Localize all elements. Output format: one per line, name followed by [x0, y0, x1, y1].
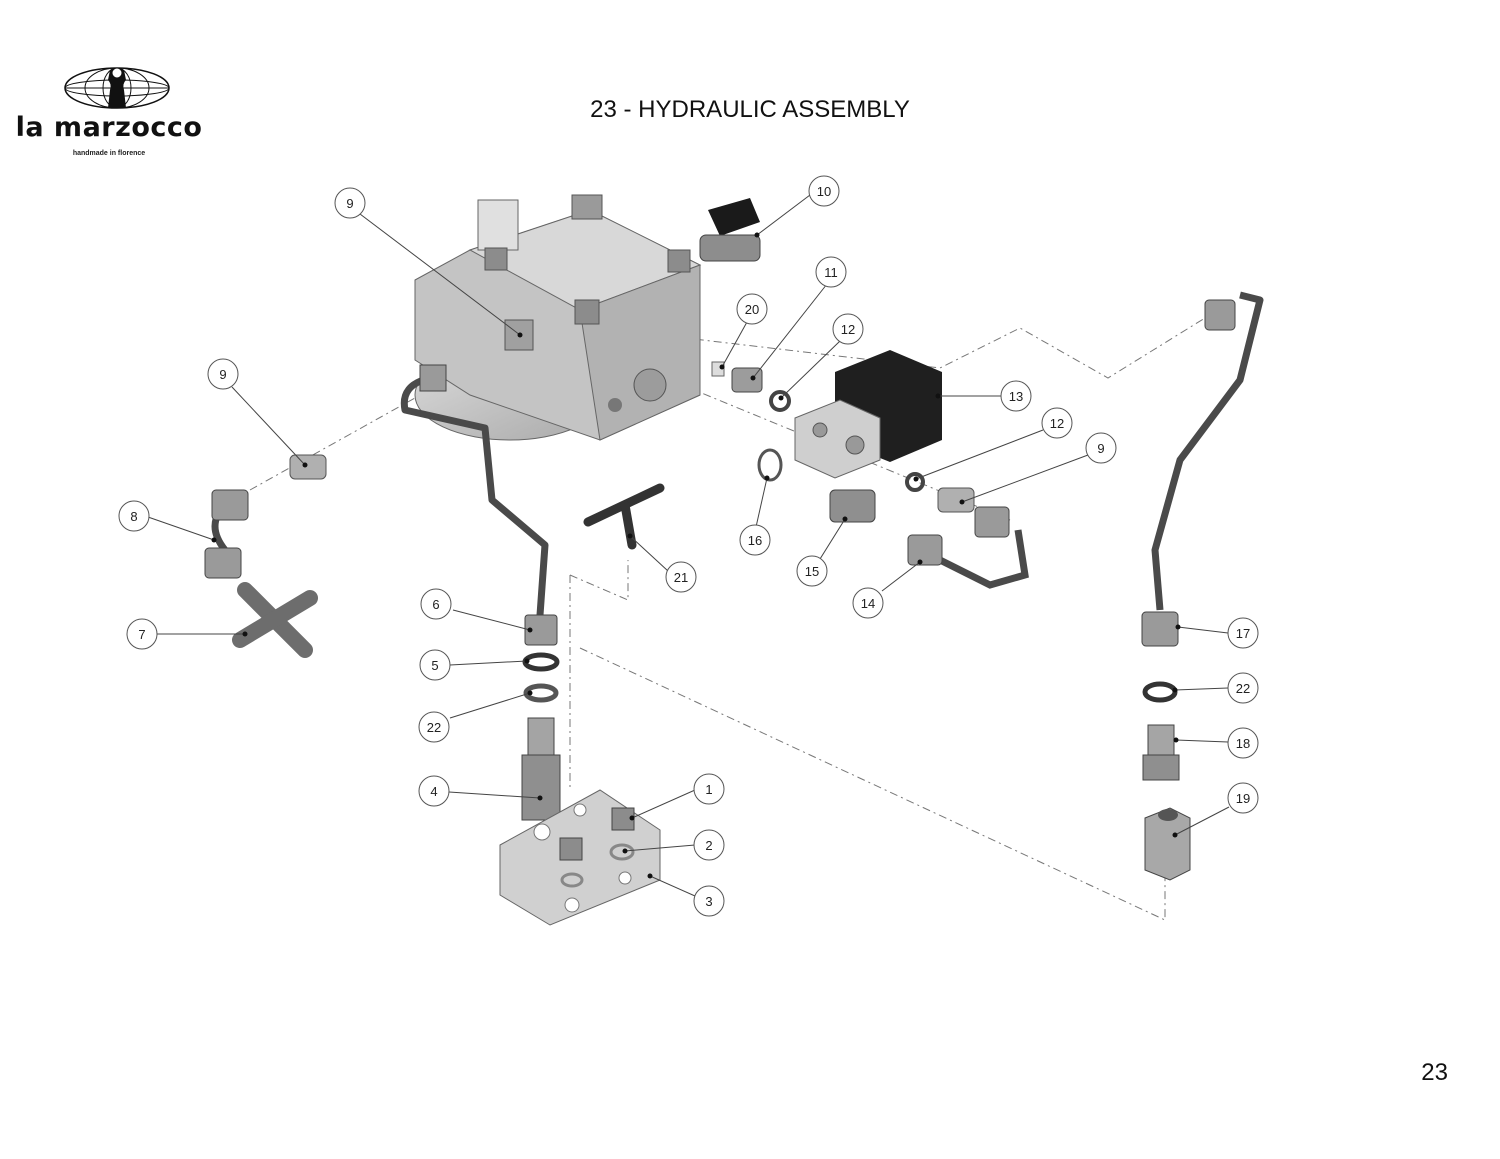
callout-7: 7 [126, 618, 158, 650]
part-9-right [937, 487, 975, 513]
svg-text:12: 12 [1050, 416, 1064, 431]
svg-text:4: 4 [430, 784, 437, 799]
callout-11: 11 [815, 256, 847, 288]
callout-5: 5 [419, 649, 451, 681]
brand-name: la marzocco [15, 112, 203, 143]
svg-text:12: 12 [841, 322, 855, 337]
callout-14: 14 [852, 587, 884, 619]
callout-13: 13 [1000, 380, 1032, 412]
svg-text:17: 17 [1236, 626, 1250, 641]
callout-17: 17 [1227, 617, 1259, 649]
callout-12-lower: 12 [1041, 407, 1073, 439]
part-12-upper [769, 390, 791, 412]
svg-text:13: 13 [1009, 389, 1023, 404]
lion-globe-icon [64, 67, 170, 109]
callout-9-left: 9 [207, 358, 239, 390]
callout-22-center: 22 [418, 711, 450, 743]
svg-text:21: 21 [674, 570, 688, 585]
part-4-valve [521, 717, 561, 821]
svg-text:2: 2 [705, 838, 712, 853]
brand-tagline: handmade in florence [72, 150, 146, 157]
solenoid-valve-part [794, 350, 942, 479]
callout-2: 2 [693, 829, 725, 861]
callout-4: 4 [418, 775, 450, 807]
svg-text:18: 18 [1236, 736, 1250, 751]
svg-text:14: 14 [861, 596, 875, 611]
svg-text:6: 6 [432, 597, 439, 612]
part-14-pipe [907, 506, 1029, 589]
svg-text:15: 15 [805, 564, 819, 579]
callout-6: 6 [420, 588, 452, 620]
svg-text:1: 1 [705, 782, 712, 797]
callout-18: 18 [1227, 727, 1259, 759]
callout-3: 3 [693, 885, 725, 917]
callout-19: 19 [1227, 782, 1259, 814]
tee-fitting-part [583, 483, 665, 550]
part-8-elbow [204, 489, 249, 579]
svg-text:9: 9 [1097, 441, 1104, 456]
svg-text:11: 11 [824, 265, 838, 280]
callout-10: 10 [808, 175, 840, 207]
callout-16: 16 [739, 524, 771, 556]
part-19-cap [1144, 807, 1191, 881]
part-6-nut [524, 614, 558, 646]
svg-text:9: 9 [346, 196, 353, 211]
callout-22-right: 22 [1227, 672, 1259, 704]
part-18-fitting [1142, 724, 1180, 781]
callout-15: 15 [796, 555, 828, 587]
callout-9-right: 9 [1085, 432, 1117, 464]
svg-text:10: 10 [817, 184, 831, 199]
part-9-left [289, 454, 327, 480]
callout-20: 20 [736, 293, 768, 325]
part-11 [731, 367, 763, 393]
part-5-washer [522, 652, 560, 672]
page-title: 23 - HYDRAULIC ASSEMBLY [590, 96, 910, 123]
svg-text:8: 8 [130, 509, 137, 524]
part-17-pipe [1141, 291, 1264, 647]
part-22-washer [523, 683, 559, 703]
svg-text:5: 5 [431, 658, 438, 673]
callout-8: 8 [118, 500, 150, 532]
main-block-part [414, 194, 702, 441]
svg-text:9: 9 [219, 367, 226, 382]
svg-text:7: 7 [138, 627, 145, 642]
svg-text:20: 20 [745, 302, 759, 317]
part-2-washer [609, 843, 635, 861]
page-number: 23 [1421, 1059, 1448, 1086]
callout-21: 21 [665, 561, 697, 593]
svg-text:16: 16 [748, 533, 762, 548]
pipe-nut-left [419, 364, 447, 392]
callout-dots [211, 232, 1181, 879]
part-16-oring [757, 448, 783, 482]
svg-text:22: 22 [427, 720, 441, 735]
part-7-cross [232, 582, 318, 658]
part-1-screw-2 [559, 837, 583, 861]
callout-12-upper: 12 [832, 313, 864, 345]
callout-1: 1 [693, 773, 725, 805]
brand-logo: la marzocco handmade in florence [14, 64, 204, 164]
svg-text:19: 19 [1236, 791, 1250, 806]
part-12-lower [905, 472, 925, 492]
ball-valve-part [699, 198, 761, 262]
part-15 [829, 489, 876, 523]
part-22-right-washer [1142, 681, 1178, 703]
callout-9-top: 9 [334, 187, 366, 219]
callout-leaders [147, 194, 1230, 897]
svg-text:3: 3 [705, 894, 712, 909]
svg-text:22: 22 [1236, 681, 1250, 696]
